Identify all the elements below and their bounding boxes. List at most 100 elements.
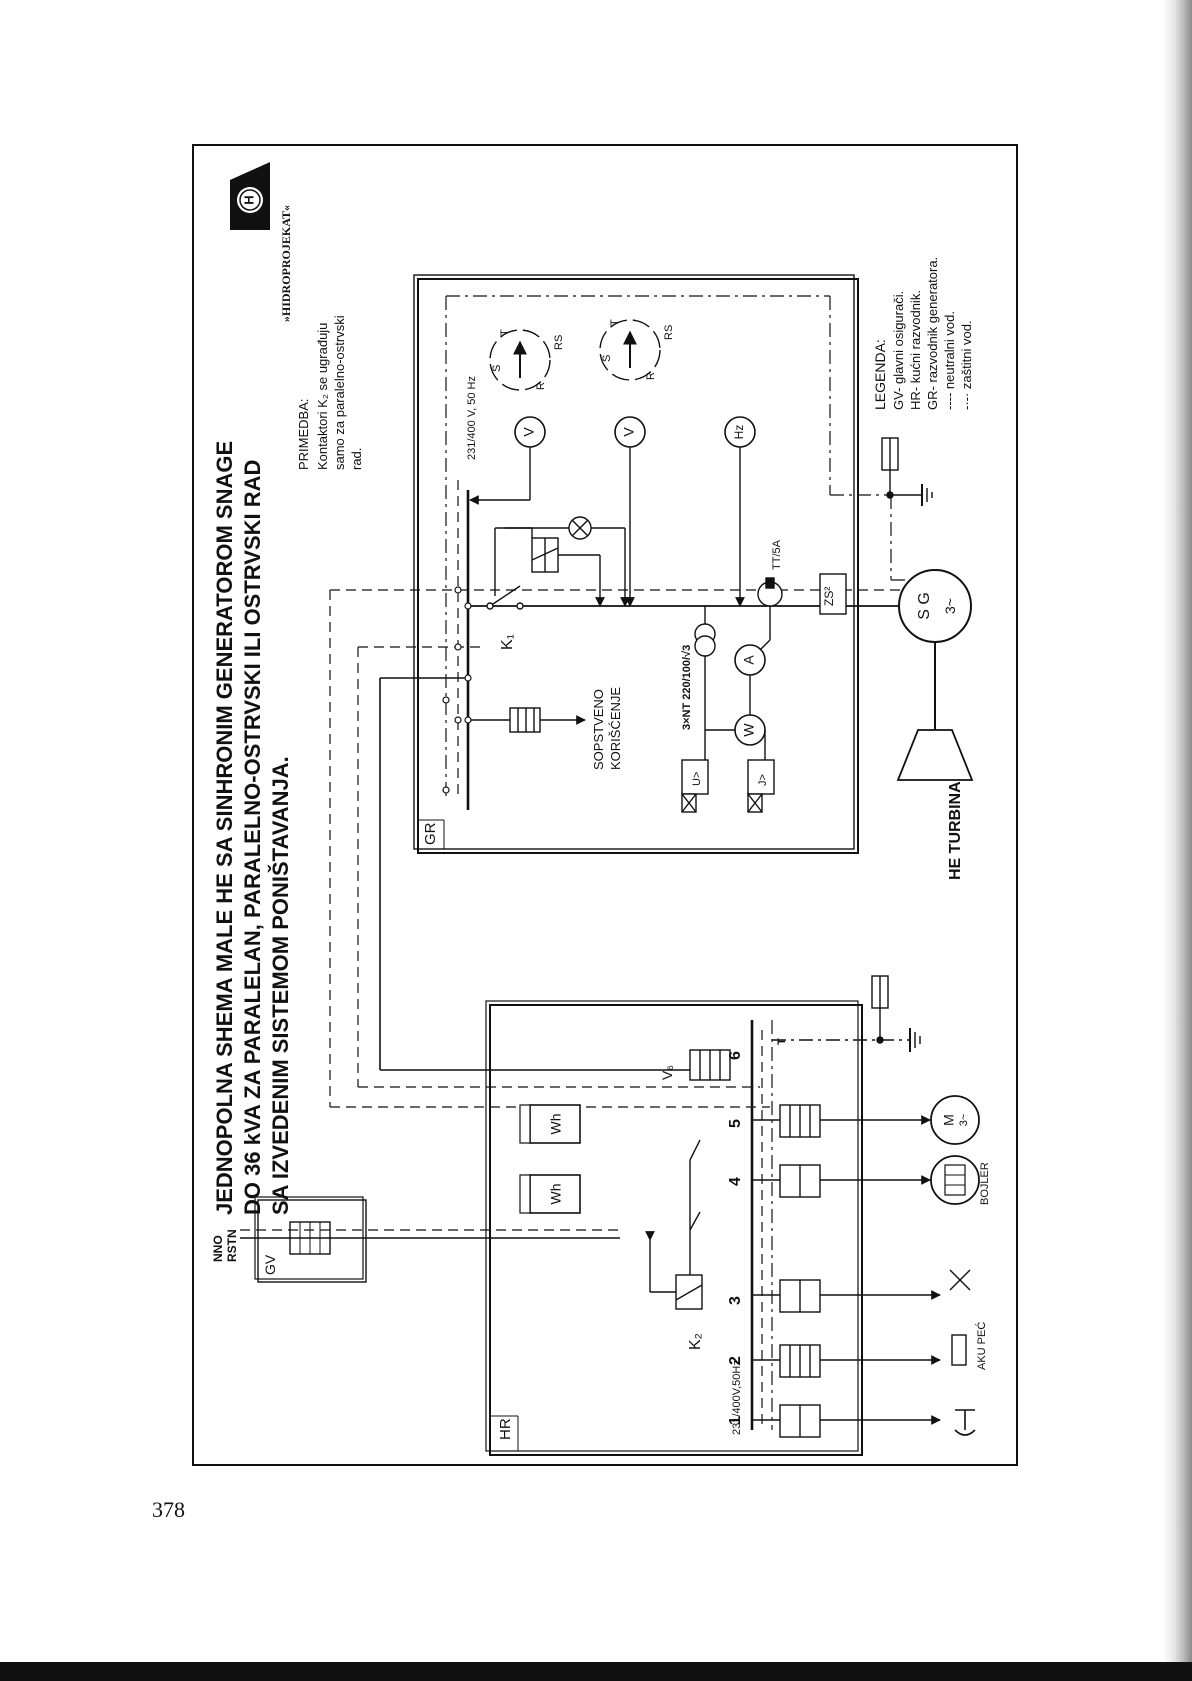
contactor-k1	[486, 527, 605, 610]
diagram-title: JEDNOPOLNA SHEMA MALE HE SA SINHRONIM GE…	[212, 441, 293, 1215]
svg-text:T: T	[609, 319, 621, 326]
legend-item-hr: HR- kućni razvodnik.	[908, 290, 923, 410]
note-label: PRIMEDBA:	[296, 398, 311, 470]
svg-text:V: V	[621, 427, 637, 437]
gr-voltage-label: 231/400 V, 50 Hz	[466, 376, 478, 460]
page-edge-shadow	[1162, 0, 1192, 1662]
circuit-4: 4	[727, 1177, 744, 1186]
svg-text:T: T	[499, 329, 511, 336]
gv-label: GV	[262, 1254, 278, 1275]
gr-panel: GR	[413, 274, 859, 854]
gr-hr-link	[330, 1069, 770, 1108]
svg-text:S: S	[601, 355, 613, 362]
gr-junction-dots	[442, 586, 472, 794]
zs-box: ZS²	[819, 573, 847, 615]
circuit-1: 1	[727, 1416, 744, 1425]
circuit-3: 3	[727, 1296, 744, 1305]
k1-label: K₁	[499, 634, 516, 650]
synchronoscope-1: S R T RS	[489, 329, 565, 391]
own-use-label-2: KORIŠĆENJE	[608, 687, 623, 770]
hidroprojekat-logo: H	[230, 162, 270, 230]
svg-text:RS: RS	[553, 335, 565, 350]
frequency-meter: Hz	[724, 416, 756, 607]
signal-lamp	[505, 516, 630, 607]
legend-item-protective: -·-· zaštitni vod.	[959, 320, 974, 410]
ct-label: TT/5A	[771, 539, 783, 570]
relay-overcurrent	[747, 730, 775, 813]
svg-text:Wh: Wh	[548, 1184, 564, 1205]
synchronoscope-2: S R T RS	[599, 319, 675, 381]
scan-bottom-bar	[0, 1662, 1192, 1681]
vb-label: V₆	[659, 1065, 675, 1080]
svg-text:S: S	[491, 365, 503, 372]
outgoing-circuits	[752, 1104, 941, 1438]
storage-heater	[949, 1269, 971, 1366]
own-use-label-1: SOPSTVENO	[591, 689, 606, 770]
protective-wiring-top	[446, 295, 920, 581]
circuit-t: T	[776, 1038, 788, 1045]
synchronous-generator: S G 3~	[898, 569, 972, 730]
hr-label: HR	[497, 1418, 514, 1440]
wattmeter: W	[734, 714, 766, 746]
svg-text:M: M	[941, 1114, 957, 1126]
gr-label: GR	[422, 822, 439, 845]
legend-item-gr: GR- razvodnik generatora.	[925, 257, 940, 410]
legend-item-neutral: ---- neutralni vod.	[942, 311, 957, 410]
legend-label: LEGENDA:	[872, 339, 888, 410]
aku-pec-label: AKU PEĆ	[975, 1322, 988, 1370]
circuit-5: 5	[727, 1119, 744, 1128]
legend-item-gv: GV- glavni osigurači.	[891, 291, 906, 410]
company-name: »HIDROPROJEKAT«	[279, 205, 293, 322]
circuit-2: 2	[727, 1356, 744, 1365]
svg-text:W: W	[741, 723, 757, 737]
hr-busbars	[750, 1020, 773, 1430]
drawing-frame	[192, 144, 1018, 1466]
svg-text:Wh: Wh	[548, 1114, 564, 1135]
earth-generator	[881, 437, 933, 506]
boiler-label: BOJLER	[979, 1162, 991, 1205]
relay-j-label: J>	[757, 774, 769, 786]
energy-meter-2: Wh	[519, 1174, 581, 1214]
svg-text:A: A	[741, 655, 757, 665]
gr-busbars	[445, 296, 470, 810]
note-block: PRIMEDBA: Kontaktori K₂ se ugrađuju samo…	[296, 315, 364, 470]
voltmeter-2: V	[614, 416, 646, 607]
page-number: 378	[152, 1497, 185, 1522]
svg-text:RS: RS	[663, 325, 675, 340]
zs-label: ZS²	[822, 587, 836, 606]
note-line-3: rad.	[349, 448, 364, 470]
earth-hr	[772, 975, 921, 1052]
svg-text:R: R	[535, 382, 547, 390]
title-line-2: DO 36 kVA ZA PARALELAN, PARALELNO-OSTRVS…	[240, 460, 265, 1215]
vt-label: 3×NT 220/100/√3	[681, 645, 693, 730]
svg-text:3~: 3~	[958, 1114, 970, 1127]
hr-voltage-label: 231/400V,50Hz	[731, 1360, 743, 1435]
logo-letter: H	[241, 195, 256, 204]
note-line-1: Kontaktori K₂ se ugrađuju	[315, 323, 330, 470]
title-line-1: JEDNOPOLNA SHEMA MALE HE SA SINHRONIM GE…	[212, 441, 237, 1215]
network-label-top: NNO	[211, 1235, 225, 1262]
energy-meter-1: Wh	[519, 1104, 581, 1144]
sg-label: S G	[916, 592, 933, 620]
network-feed	[240, 1229, 620, 1239]
note-line-2: samo za paralelno-ostrvski	[332, 315, 347, 470]
turbine	[896, 729, 974, 781]
contactor-k2	[645, 1139, 703, 1310]
sg-phase-label: 3~	[942, 598, 958, 614]
title-line-3: SA IZVEDENIM SISTEMOM PONIŠTAVANJA.	[268, 756, 293, 1215]
breaker-vb	[689, 1049, 731, 1081]
relay-u-label: U>	[691, 772, 703, 786]
circuit-6: 6	[727, 1051, 744, 1060]
own-use-breaker	[468, 707, 586, 733]
network-label-bottom: RSTN	[225, 1229, 239, 1262]
ammeter: A	[734, 644, 766, 676]
svg-text:Hz: Hz	[732, 425, 746, 440]
turbine-label: HE TURBINA	[947, 781, 964, 880]
legend: LEGENDA: GV- glavni osigurači. HR- kućni…	[872, 257, 974, 410]
voltage-transformer	[694, 606, 751, 731]
relay-undervoltage	[681, 730, 709, 813]
svg-text:V: V	[521, 427, 537, 437]
svg-text:R: R	[645, 372, 657, 380]
voltmeter-1: V	[469, 416, 546, 505]
